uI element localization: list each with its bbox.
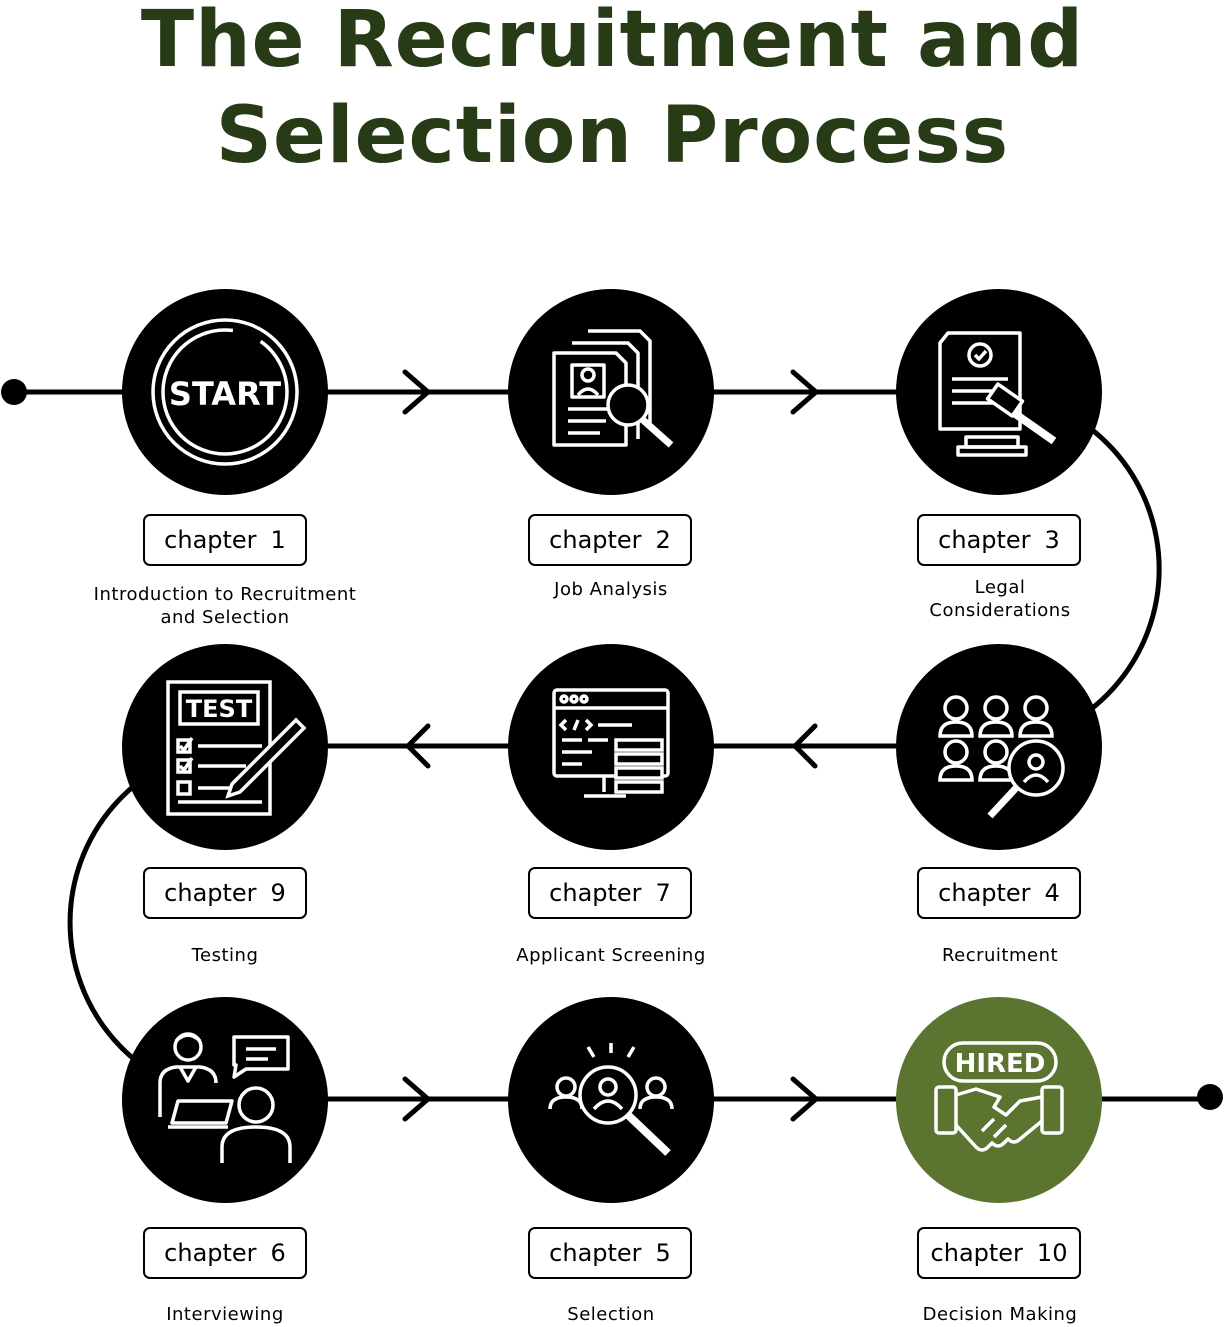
- caption-chapter-2: Job Analysis: [441, 578, 781, 601]
- step-node-chapter-6: [122, 997, 328, 1203]
- chapter-word: chapter: [930, 1239, 1023, 1267]
- chapter-box-10: chapter 10: [917, 1227, 1081, 1279]
- chapter-word: chapter: [549, 1239, 642, 1267]
- caption-line: Testing: [191, 945, 259, 966]
- caption-chapter-10: Decision Making: [830, 1303, 1170, 1326]
- chapter-box-1: chapter 1: [143, 514, 307, 566]
- step-node-chapter-9: TEST: [122, 644, 328, 850]
- chapter-number: 9: [270, 879, 286, 907]
- chapter-word: chapter: [549, 526, 642, 554]
- arrow-right-icon: [402, 1076, 432, 1122]
- start-dot: [1, 379, 27, 405]
- hired-text: HIRED: [955, 1049, 1046, 1079]
- chapter-number: 5: [655, 1239, 671, 1267]
- chapter-word: chapter: [549, 879, 642, 907]
- code-screen-icon: [552, 688, 670, 798]
- step-node-chapter-2: [508, 289, 714, 495]
- chapter-number: 3: [1044, 526, 1060, 554]
- step-node-chapter-7: [508, 644, 714, 850]
- caption-line: Interviewing: [166, 1304, 284, 1325]
- caption-chapter-9: Testing: [55, 944, 395, 967]
- chapter-number: 6: [270, 1239, 286, 1267]
- caption-chapter-7: Applicant Screening: [441, 944, 781, 967]
- page-title: The Recruitment and Selection Process: [0, 0, 1225, 184]
- chapter-box-6: chapter 6: [143, 1227, 307, 1279]
- chapter-word: chapter: [164, 879, 257, 907]
- chapter-box-7: chapter 7: [528, 867, 692, 919]
- chapter-word: chapter: [164, 526, 257, 554]
- caption-line: Considerations: [929, 600, 1071, 621]
- caption-chapter-3: Legal Considerations: [830, 576, 1170, 622]
- end-dot: [1197, 1084, 1223, 1110]
- caption-chapter-1: Introduction to Recruitment and Selectio…: [55, 583, 395, 629]
- chapter-number: 1: [270, 526, 286, 554]
- legal-gavel-icon: [938, 331, 1057, 457]
- chapter-box-5: chapter 5: [528, 1227, 692, 1279]
- people-search-icon: [938, 695, 1065, 819]
- caption-line: Legal: [974, 577, 1026, 598]
- interview-icon: [158, 1032, 292, 1163]
- chapter-box-4: chapter 4: [917, 867, 1081, 919]
- caption-chapter-4: Recruitment: [830, 944, 1170, 967]
- chapter-word: chapter: [938, 526, 1031, 554]
- hired-handshake-icon: HIRED: [934, 1041, 1064, 1152]
- step-node-chapter-4: [896, 644, 1102, 850]
- candidate-search-icon: [548, 1043, 674, 1156]
- step-node-chapter-3: [896, 289, 1102, 495]
- chapter-number: 4: [1044, 879, 1060, 907]
- arrow-right-icon: [402, 369, 432, 415]
- step-node-chapter-10: HIRED: [896, 997, 1102, 1203]
- caption-line: Introduction to Recruitment: [93, 584, 357, 605]
- chapter-number: 10: [1036, 1239, 1068, 1267]
- chapter-number: 2: [655, 526, 671, 554]
- chapter-box-2: chapter 2: [528, 514, 692, 566]
- title-line-2: Selection Process: [215, 91, 1010, 181]
- arrow-left-icon: [404, 723, 431, 769]
- caption-chapter-6: Interviewing: [55, 1303, 395, 1326]
- chapter-word: chapter: [164, 1239, 257, 1267]
- caption-line: Applicant Screening: [516, 945, 706, 966]
- test-sheet-icon: TEST: [166, 680, 307, 816]
- caption-line: Decision Making: [922, 1304, 1078, 1325]
- caption-line: Selection: [567, 1304, 655, 1325]
- test-text: TEST: [186, 695, 253, 723]
- step-node-chapter-1: START: [122, 289, 328, 495]
- chapter-word: chapter: [938, 879, 1031, 907]
- chapter-box-9: chapter 9: [143, 867, 307, 919]
- caption-line: and Selection: [160, 607, 290, 628]
- start-text: START: [169, 375, 281, 413]
- chapter-box-3: chapter 3: [917, 514, 1081, 566]
- title-line-1: The Recruitment and: [140, 0, 1085, 85]
- caption-chapter-5: Selection: [441, 1303, 781, 1326]
- arrow-right-icon: [790, 1076, 820, 1122]
- start-icon: START: [151, 318, 299, 466]
- arrow-left-icon: [791, 723, 818, 769]
- step-node-chapter-5: [508, 997, 714, 1203]
- chapter-number: 7: [655, 879, 671, 907]
- arrow-right-icon: [790, 369, 820, 415]
- caption-line: Recruitment: [941, 945, 1059, 966]
- document-search-icon: [552, 329, 674, 448]
- caption-line: Job Analysis: [554, 579, 668, 600]
